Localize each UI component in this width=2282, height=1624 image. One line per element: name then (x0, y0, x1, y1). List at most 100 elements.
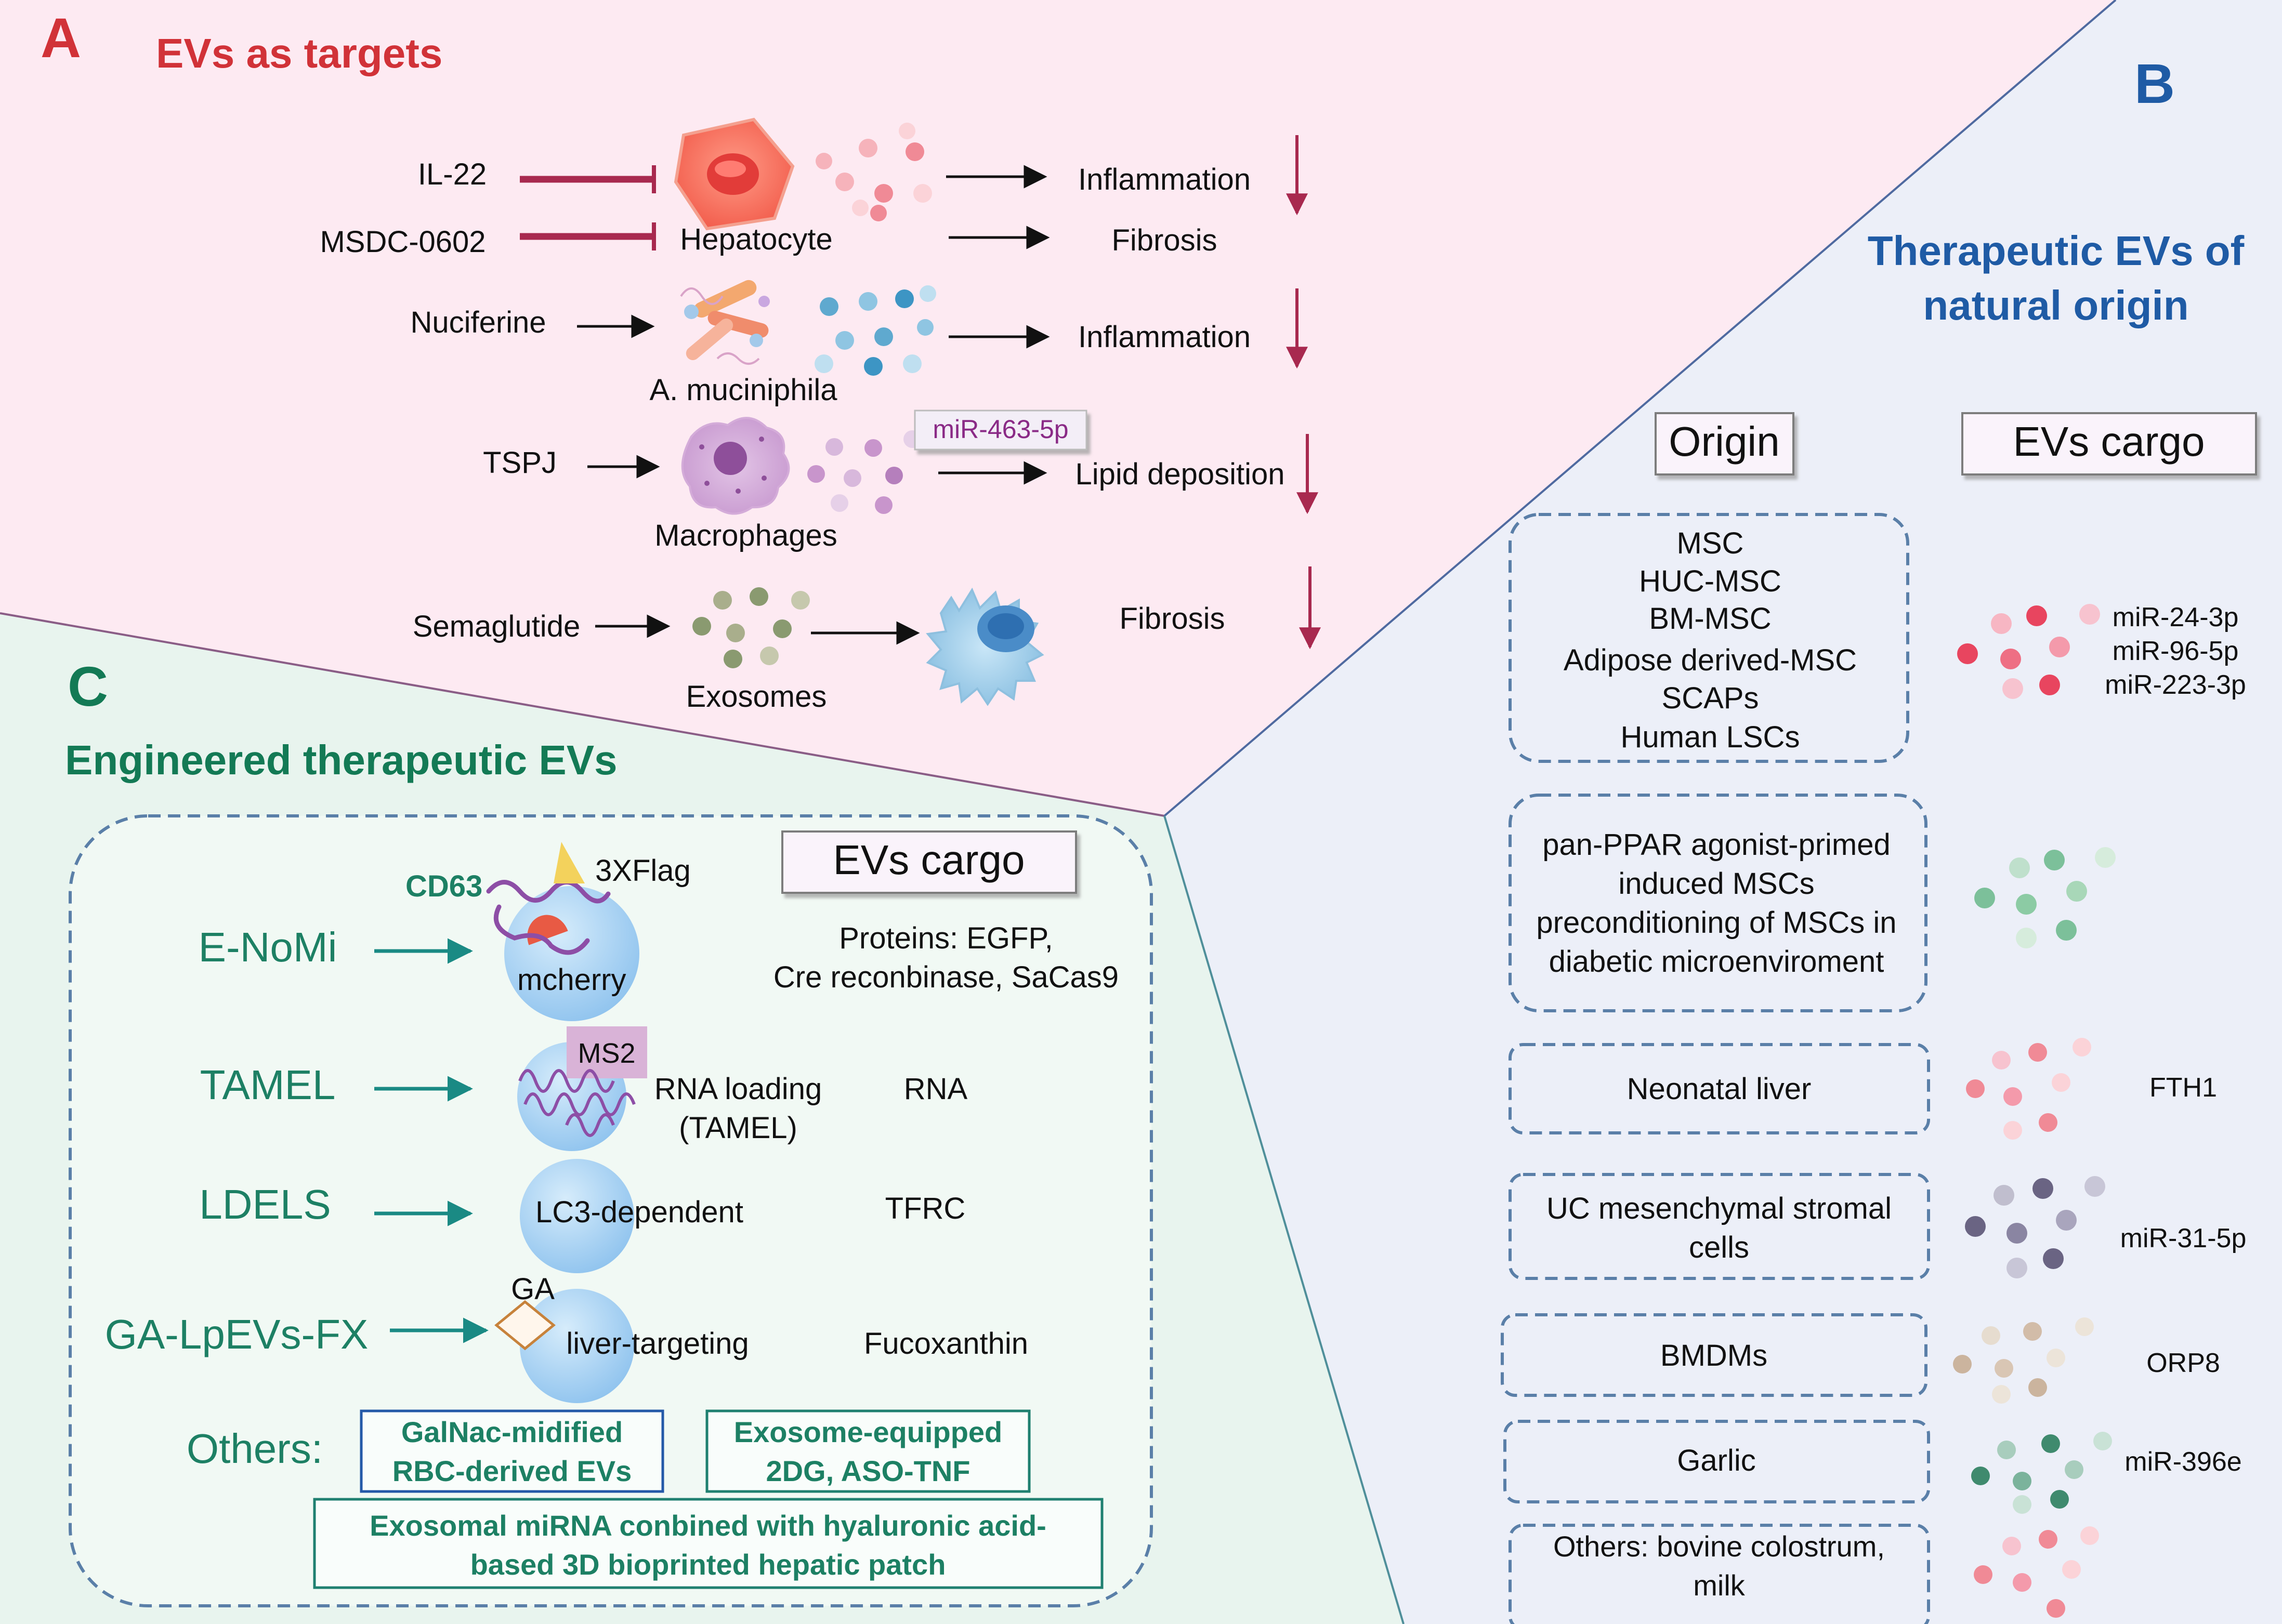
origin-group-7-line-2: milk (1693, 1569, 1746, 1602)
mcherry-label: mcherry (517, 963, 626, 997)
akkermansia-label: A. muciniphila (649, 373, 837, 407)
exosome-2dg-line-1: Exosome-equipped (734, 1416, 1003, 1448)
origin-group-2-item-3: preconditioning of MSCs in (1536, 906, 1896, 940)
group-1-cargo-1: miR-24-3p (2113, 602, 2239, 632)
macrophage-ev-dots (807, 430, 921, 514)
row1-output: Inflammation (1078, 163, 1251, 196)
cd63-label: CD63 (405, 869, 482, 903)
panel-c-letter: C (68, 655, 108, 718)
origin-group-1-item-1: MSC (1677, 526, 1744, 560)
galpevs-label: liver-targeting (566, 1327, 749, 1361)
origin-header: Origin (1655, 412, 1794, 476)
ga-diamond-icon (494, 1300, 556, 1351)
group-6-dots (1971, 1432, 2112, 1514)
hepatocyte-label: Hepatocyte (680, 222, 832, 256)
mirna-463-box: miR-463-5p (914, 410, 1087, 451)
ldels-cargo: TFRC (885, 1192, 966, 1225)
row2-output: Fibrosis (1111, 223, 1217, 257)
panel-b-title-line1: Therapeutic EVs of (1868, 228, 2245, 274)
origin-group-1-item-4: Adipose derived-MSC (1564, 643, 1857, 677)
semaglutide-label: Semaglutide (413, 610, 580, 643)
galnac-line-2: RBC-derived EVs (392, 1455, 632, 1487)
origin-group-1-item-3: BM-MSC (1649, 602, 1771, 636)
ga-label: GA (511, 1272, 555, 1306)
exosomes-label: Exosomes (686, 680, 827, 714)
mirna-463-label: miR-463-5p (933, 415, 1068, 444)
origin-group-1-box (1509, 513, 1909, 763)
cargo-header-c: EVs cargo (781, 830, 1077, 894)
origin-group-2-box (1509, 794, 1927, 1012)
group-4-dots (1965, 1176, 2105, 1278)
panel-a-letter: A (41, 6, 81, 69)
hepatocyte-icon (674, 117, 795, 231)
exosome-dots (692, 587, 810, 668)
galpevs-cargo: Fucoxanthin (864, 1327, 1028, 1361)
hepatic-patch-line-1: Exosomal miRNA conbined with hyaluronic … (370, 1509, 1046, 1542)
origin-group-2-item-4: diabetic microenviroment (1549, 945, 1884, 979)
ldels-ev-icon (520, 1159, 634, 1273)
galpevs-ev-icon (520, 1289, 634, 1403)
origin-group-7-line-1: Others: bovine colostrum, (1553, 1530, 1885, 1563)
macrophages-label: Macrophages (654, 519, 837, 552)
cd63-icon (486, 880, 611, 955)
group-6-cargo: miR-396e (2124, 1447, 2241, 1477)
enomi-cargo-line-1: Proteins: EGFP, (839, 921, 1053, 955)
tamel-ev-icon (517, 1026, 647, 1151)
ldels-name: LDELS (199, 1181, 331, 1227)
origin-group-4-line-2: cells (1689, 1231, 1749, 1264)
origin-group-1-item-6: Human LSCs (1621, 720, 1800, 754)
msdc-label: MSDC-0602 (320, 225, 486, 259)
panel-b-background (1164, 0, 2282, 1624)
enomi-name: E-NoMi (199, 924, 337, 970)
tamel-name: TAMEL (200, 1062, 336, 1108)
panel-a-background (0, 0, 2116, 816)
origin-group-1-item-2: HUC-MSC (1639, 564, 1781, 598)
group-1-dots (1957, 604, 2100, 699)
hepatic-patch-line-2: based 3D bioprinted hepatic patch (470, 1548, 946, 1581)
galpevs-name: GA-LpEVs-FX (105, 1311, 369, 1357)
origin-group-2-item-2: induced MSCs (1618, 867, 1814, 901)
tamel-cargo: RNA (904, 1072, 968, 1106)
cargo-header-b: EVs cargo (1961, 412, 2257, 476)
cargo-header-c-label: EVs cargo (833, 837, 1025, 883)
panel-b-title-line2: natural origin (1923, 282, 2188, 328)
origin-header-label: Origin (1669, 418, 1779, 465)
cargo-header-b-label: EVs cargo (2013, 418, 2205, 465)
panel-c-title: Engineered therapeutic EVs (65, 737, 618, 783)
ms2-label: MS2 (578, 1038, 635, 1069)
row5-output: Fibrosis (1119, 602, 1225, 636)
nuciferine-label: Nuciferine (410, 306, 546, 339)
group-7-dots (1974, 1526, 2099, 1618)
panel-b-letter: B (2134, 52, 2175, 115)
row3-output: Inflammation (1078, 320, 1251, 354)
exosome-2dg-box: Exosome-equipped 2DG, ASO-TNF (705, 1409, 1031, 1493)
stellate-cell-icon (926, 587, 1044, 706)
origin-group-6-box (1503, 1420, 1930, 1503)
group-3-cargo: FTH1 (2149, 1073, 2217, 1103)
origin-group-5-item: BMDMs (1660, 1339, 1767, 1372)
tamel-label-line-1: RNA loading (654, 1072, 822, 1106)
bacteria-icon (680, 280, 770, 365)
others-label: Others: (187, 1425, 323, 1472)
origin-group-3-box (1509, 1043, 1930, 1134)
group-5-cargo: ORP8 (2146, 1348, 2220, 1378)
enomi-cargo-line-2: Cre reconbinase, SaCas9 (773, 960, 1119, 994)
origin-group-5-box (1501, 1313, 1927, 1397)
flag-icon (554, 842, 585, 883)
group-3-dots (1966, 1038, 2091, 1140)
exosome-2dg-line-2: 2DG, ASO-TNF (766, 1455, 970, 1487)
bacteria-ev-dots (815, 285, 936, 376)
origin-group-6-item: Garlic (1677, 1444, 1755, 1477)
galnac-line-1: GalNac-midified (401, 1416, 623, 1448)
hepatocyte-ev-dots (816, 123, 932, 221)
galnac-box: GalNac-midified RBC-derived EVs (360, 1409, 664, 1493)
tspj-label: TSPJ (483, 446, 557, 480)
origin-group-1-item-5: SCAPs (1662, 681, 1759, 715)
row4-output: Lipid deposition (1075, 457, 1284, 491)
origin-group-4-line-1: UC mesenchymal stromal (1546, 1192, 1892, 1225)
origin-group-2-item-1: pan-PPAR agonist-primed (1542, 828, 1890, 862)
il22-label: IL-22 (418, 157, 487, 191)
flag-label: 3XFlag (595, 854, 691, 888)
tamel-label-line-2: (TAMEL) (679, 1111, 797, 1145)
